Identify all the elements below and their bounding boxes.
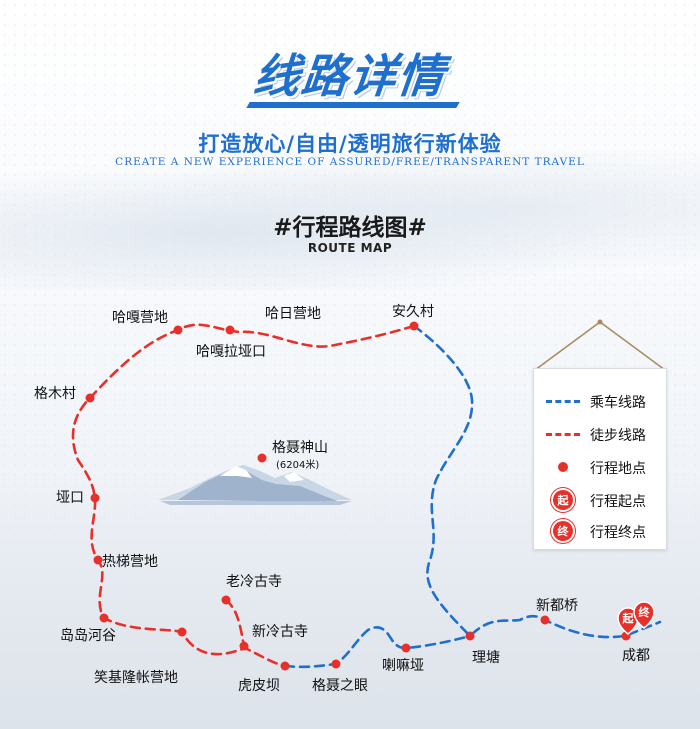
marker-laoleng[interactable] bbox=[221, 595, 231, 605]
marker-xinleng[interactable] bbox=[239, 641, 249, 651]
label-xinleng: 新冷古寺 bbox=[252, 624, 308, 640]
legend-point-swatch bbox=[558, 462, 568, 472]
marker-hagala[interactable] bbox=[225, 325, 235, 335]
drive-route-south bbox=[283, 626, 472, 669]
label-hagala: 哈嘎拉垭口 bbox=[196, 344, 266, 360]
marker-xiaoji[interactable] bbox=[177, 627, 187, 637]
end-pin[interactable]: 终 bbox=[633, 601, 655, 629]
marker-mountain[interactable] bbox=[257, 453, 267, 463]
legend-drive-label: 乘车线路 bbox=[590, 395, 646, 411]
legend-end-pin-icon: 终 bbox=[553, 521, 573, 541]
map-title-english: ROUTE MAP bbox=[307, 241, 393, 255]
drive-route bbox=[412, 324, 662, 639]
legend-drive-swatch bbox=[546, 399, 580, 403]
legend-row-start: 起 bbox=[546, 488, 573, 512]
label-xindu: 新都桥 bbox=[536, 598, 578, 614]
marker-hupiba[interactable] bbox=[280, 661, 290, 671]
label-genie-eye: 格聂之眼 bbox=[312, 678, 368, 694]
legend-row-point bbox=[546, 455, 568, 479]
place-labels: 哈嘎营地 哈日营地 安久村 哈嘎拉垭口 格木村 垭口 热梯营地 岛岛河谷 笑基隆… bbox=[34, 304, 650, 694]
marker-anjiu[interactable] bbox=[409, 321, 419, 331]
legend-start-pin-icon: 起 bbox=[553, 490, 573, 510]
label-xiaoji: 笑基隆帐营地 bbox=[94, 669, 178, 686]
label-hupiba: 虎皮坝 bbox=[238, 678, 280, 694]
label-litang: 理塘 bbox=[472, 650, 500, 666]
label-gemu: 格木村 bbox=[34, 386, 76, 402]
marker-yakou[interactable] bbox=[90, 493, 100, 503]
map-title: #行程路线图# bbox=[273, 215, 427, 241]
mountain-illustration bbox=[158, 465, 352, 505]
marker-reti[interactable] bbox=[93, 555, 103, 565]
subtitle: 打造放心/自由/透明旅行新体验 bbox=[198, 132, 502, 156]
legend-end-label: 行程终点 bbox=[590, 525, 646, 541]
legend-walk-swatch bbox=[546, 432, 580, 436]
subtitle-english: CREATE A NEW EXPERIENCE OF ASSURED/FREE/… bbox=[115, 156, 585, 168]
svg-text:起: 起 bbox=[622, 611, 635, 625]
legend: 乘车线路 徒步线路 行程地点 起 行程起点 终 行程终点 bbox=[533, 368, 667, 550]
background-clouds bbox=[0, 150, 700, 290]
marker-xindu[interactable] bbox=[540, 615, 550, 625]
label-harcamp: 哈日营地 bbox=[265, 306, 321, 322]
legend-row-walk bbox=[546, 422, 580, 446]
walk-route-branch bbox=[224, 598, 246, 648]
label-reti: 热梯营地 bbox=[102, 554, 158, 570]
svg-text:终: 终 bbox=[639, 605, 651, 619]
label-chengdu: 成都 bbox=[622, 648, 650, 664]
label-mountain-elevation: (6204米) bbox=[276, 458, 319, 471]
marker-daodao[interactable] bbox=[99, 613, 109, 623]
legend-row-drive bbox=[546, 389, 580, 413]
label-hagacamp: 哈嘎营地 bbox=[112, 310, 168, 326]
legend-start-label: 行程起点 bbox=[590, 494, 646, 510]
legend-hanger bbox=[534, 319, 666, 371]
marker-gemu[interactable] bbox=[85, 393, 95, 403]
legend-row-end: 终 bbox=[546, 519, 573, 543]
label-anjiu: 安久村 bbox=[392, 304, 434, 320]
label-daodao: 岛岛河谷 bbox=[60, 628, 116, 644]
label-mountain: 格聂神山 bbox=[272, 440, 328, 456]
label-yakou: 垭口 bbox=[56, 490, 84, 506]
label-laoleng: 老冷古寺 bbox=[226, 574, 282, 590]
legend-point-label: 行程地点 bbox=[590, 461, 646, 477]
marker-litang[interactable] bbox=[465, 631, 475, 641]
legend-walk-label: 徒步线路 bbox=[590, 428, 646, 444]
marker-genie-eye[interactable] bbox=[331, 659, 341, 669]
marker-hagacamp[interactable] bbox=[173, 325, 183, 335]
label-lama: 喇嘛垭 bbox=[382, 658, 424, 674]
start-pin[interactable]: 起 bbox=[617, 607, 639, 635]
marker-lama[interactable] bbox=[401, 643, 411, 653]
